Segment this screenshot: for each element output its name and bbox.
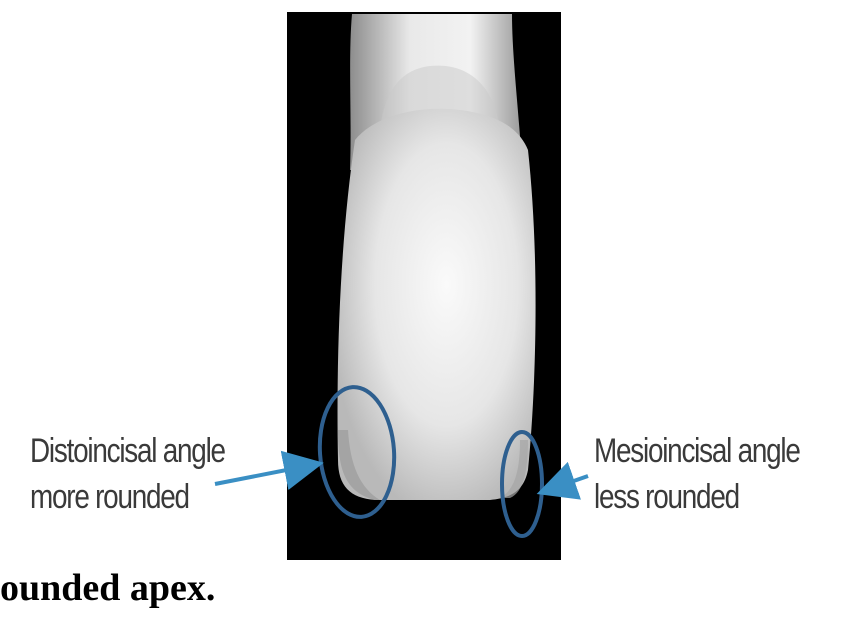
mesioincisal-annotation: Mesioincisal angle less rounded [594,428,800,520]
caption-text: ounded apex. [0,566,215,610]
mesioincisal-line2: less rounded [594,474,800,520]
mesioincisal-line1: Mesioincisal angle [594,428,800,474]
distoincisal-line1: Distoincisal angle [30,428,225,474]
tooth-illustration [338,14,536,500]
distoincisal-annotation: Distoincisal angle more rounded [30,428,225,520]
distoincisal-line2: more rounded [30,474,225,520]
